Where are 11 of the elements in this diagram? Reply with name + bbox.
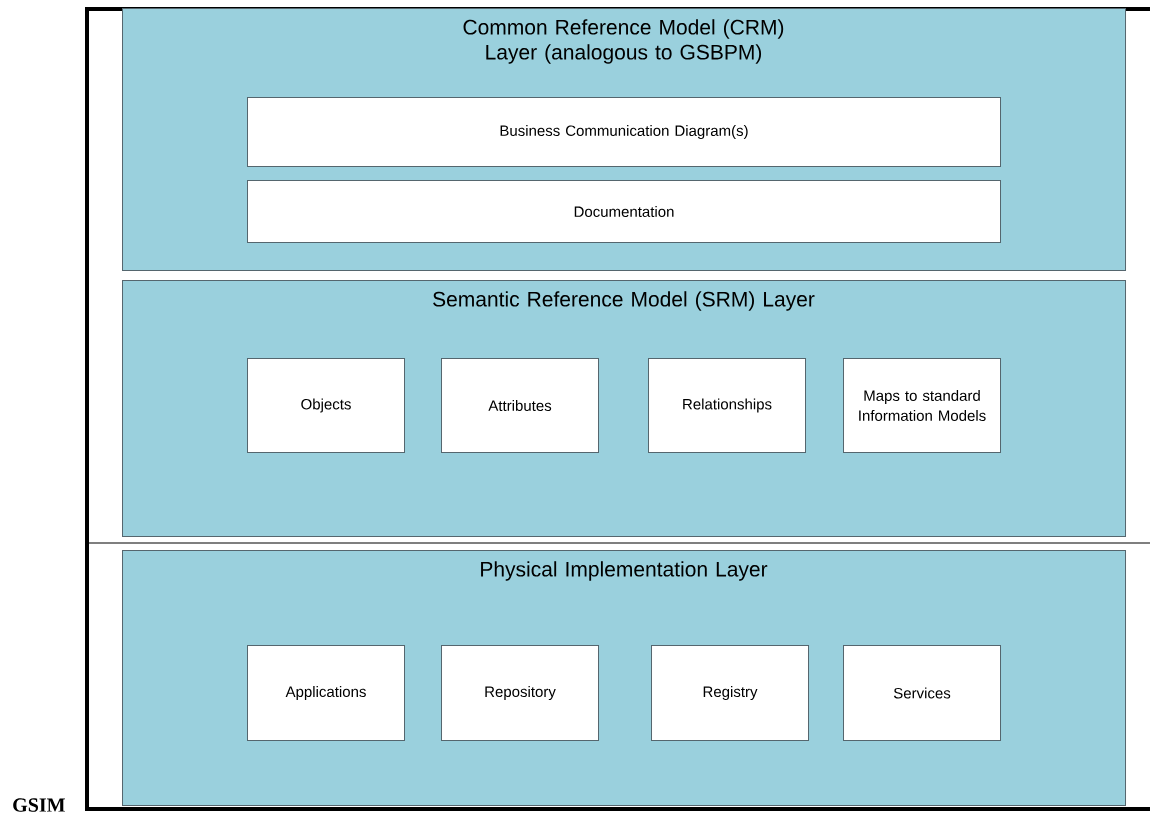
component-box: Attributes	[441, 358, 599, 453]
component-box: Relationships	[648, 358, 806, 453]
component-box: Business Communication Diagram(s)	[247, 97, 1001, 167]
component-box: Services	[843, 645, 1001, 741]
component-box: Maps to standard Information Models	[843, 358, 1001, 453]
component-box: Registry	[651, 645, 809, 741]
component-box: Objects	[247, 358, 405, 453]
diagram-label: GSIM	[13, 798, 65, 812]
component-box: Applications	[247, 645, 405, 741]
component-box: Repository	[441, 645, 599, 741]
component-box: Documentation	[247, 180, 1001, 243]
